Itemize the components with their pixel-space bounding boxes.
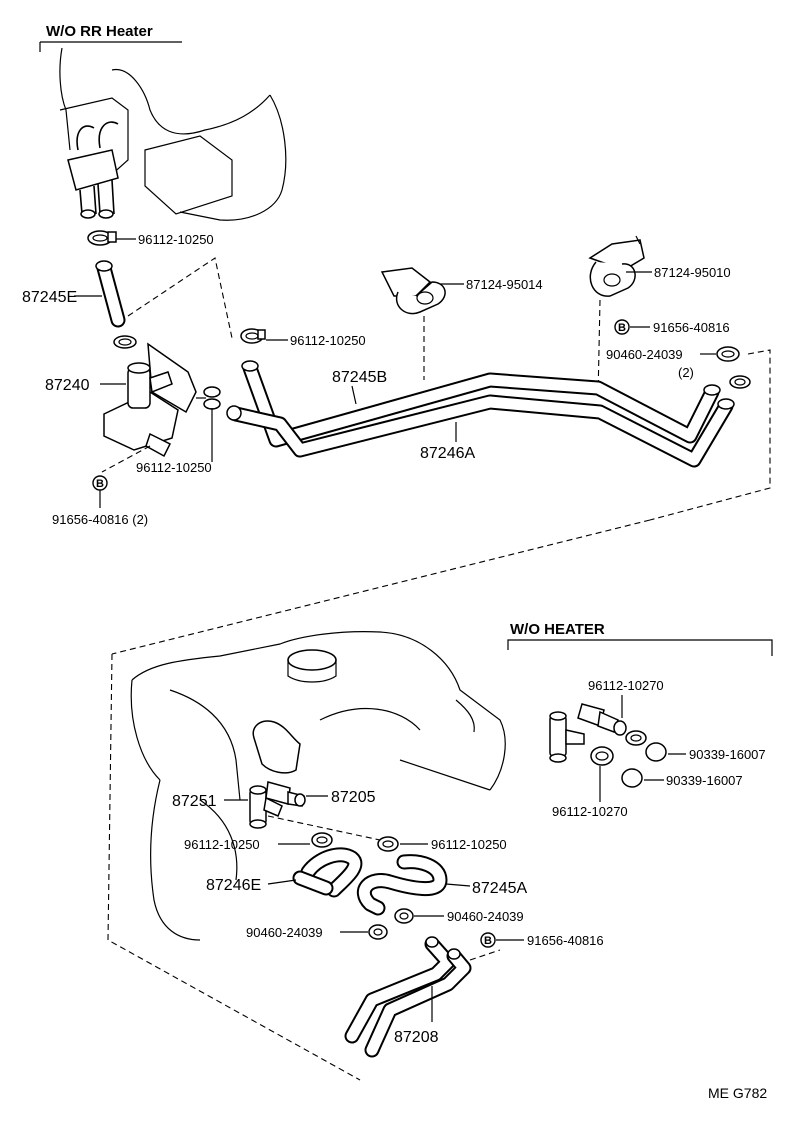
part-label-cap: 90339-16007 (689, 747, 766, 762)
part-label-clamp: 96112-10250 (290, 333, 366, 348)
pipe-bracket-87124-95014 (380, 267, 446, 315)
dashed-guide (111, 519, 651, 655)
bolt-b-letter: B (484, 935, 492, 947)
pipe-bracket-87124-95010 (588, 235, 645, 297)
section-title-wo-rr-heater: W/O RR Heater (46, 23, 153, 40)
hose-clamp-icon (590, 746, 614, 766)
water-union-87205 (265, 781, 306, 807)
part-label-hose: 87246E (206, 877, 261, 894)
hose-clip-icon (729, 375, 751, 389)
water-valve-87240 (103, 342, 221, 458)
part-label-bracket: 87124-95010 (654, 265, 731, 280)
dashed-guide (267, 815, 381, 841)
part-label-pipe: 87245B (332, 369, 387, 386)
section-title-bracket (507, 639, 773, 656)
part-label-clip: 90460-24039 (447, 909, 524, 924)
heater-unit-outline (59, 47, 287, 221)
bolt-b-icon (614, 319, 630, 335)
hose-clamp-icon (113, 335, 137, 349)
heater-union-fitting (549, 711, 585, 763)
dashed-guide (649, 349, 771, 521)
hose-cap-icon (621, 768, 643, 788)
dashed-guide (107, 653, 361, 1081)
hose-cap-icon (645, 742, 667, 762)
part-label-valve: 87240 (45, 377, 90, 394)
hose-87245a (356, 854, 448, 916)
hose-clamp-icon (311, 832, 333, 848)
part-label-pipe: 87208 (394, 1029, 439, 1046)
hose-87246e (292, 847, 363, 898)
hose-clamp-icon (377, 836, 399, 852)
leader-line (267, 879, 297, 885)
section-title-wo-heater: W/O HEATER (510, 621, 605, 638)
part-label-cap: 90339-16007 (666, 773, 743, 788)
dashed-guide (127, 257, 233, 339)
part-label-union: 87251 (172, 793, 217, 810)
bolt-b-letter: B (96, 478, 104, 490)
bolt-b-icon (480, 932, 496, 948)
part-label-bolt: 91656-40816 (2) (52, 512, 148, 527)
part-label-union: 87205 (331, 789, 376, 806)
part-label-pipe: 87246A (420, 445, 475, 462)
diagram-code: ME G782 (708, 1085, 767, 1101)
engine-block-outline (130, 631, 506, 941)
part-label-clamp: 96112-10250 (136, 460, 212, 475)
part-label-clip: 90460-24039 (246, 925, 323, 940)
top-section: W/O RR Heater 96112-10250 (22, 23, 771, 655)
heater-nipple-fitting (577, 703, 627, 736)
hose-clamp-icon (240, 328, 266, 344)
part-label-clamp: 96112-10250 (431, 837, 507, 852)
bolt-b-letter: B (618, 322, 626, 334)
bottom-section: W/O HEATER 96112-10270 90339-16007 (107, 621, 773, 1101)
part-label-hose: 87245E (22, 289, 77, 306)
part-label-bracket: 87124-95014 (466, 277, 543, 292)
part-label-bolt: 91656-40816 (527, 933, 604, 948)
hose-clamp-icon (625, 730, 647, 746)
part-label-hose: 87245A (472, 880, 527, 897)
leader-line (445, 883, 471, 887)
water-union-87251 (249, 785, 283, 829)
hose-clip-icon (368, 924, 388, 940)
part-label-bolt: 91656-40816 (653, 320, 730, 335)
hose-clip-icon (716, 346, 740, 362)
dashed-guide (469, 949, 501, 961)
water-pipe-87208 (344, 936, 472, 1058)
water-pipe-87246a (226, 394, 735, 468)
part-label-clamp: 96112-10250 (138, 232, 214, 247)
hose-clamp-icon (87, 230, 117, 246)
hose-87245e (95, 260, 126, 328)
part-label-clip: 90460-24039 (606, 347, 683, 362)
dashed-guide (101, 445, 151, 473)
leader-line (351, 385, 357, 405)
part-label-clamp: 96112-10250 (184, 837, 260, 852)
part-label-quantity: (2) (678, 365, 694, 380)
hose-clip-icon (394, 908, 414, 924)
part-label-clamp: 96112-10270 (552, 804, 628, 819)
part-label-clamp: 96112-10270 (588, 678, 664, 693)
